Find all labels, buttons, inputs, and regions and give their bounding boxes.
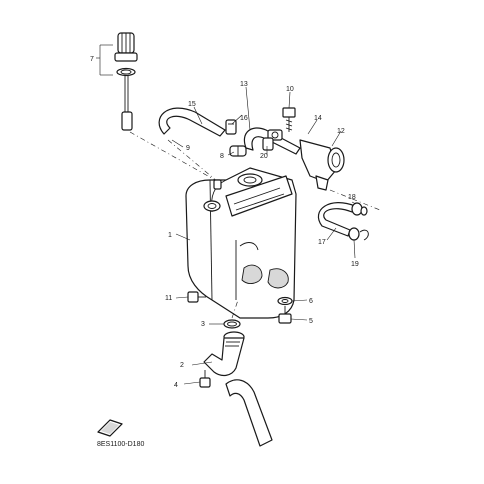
oil-gauge-assembly — [114, 32, 216, 181]
clamp-16 — [225, 119, 237, 135]
callout-15: 15 — [188, 101, 196, 108]
callout-20: 20 — [260, 153, 268, 160]
callout-13: 13 — [240, 81, 248, 88]
front-arrow-icon — [97, 419, 123, 437]
callout-19: 19 — [351, 261, 359, 268]
callout-14: 14 — [314, 115, 322, 122]
callout-12: 12 — [337, 128, 345, 135]
callout-11: 11 — [165, 295, 172, 302]
callout-17: 17 — [318, 239, 326, 246]
callout-18: 18 — [348, 194, 356, 201]
callout-labels: 1 2 3 4 5 6 7 8 9 10 11 12 13 14 15 16 1… — [90, 56, 359, 389]
oil-tank — [185, 167, 297, 319]
clip-19 — [348, 227, 369, 241]
callout-4: 4 — [174, 382, 178, 389]
callout-3: 3 — [201, 321, 205, 328]
callout-10: 10 — [286, 86, 294, 93]
callout-2: 2 — [180, 362, 184, 369]
fitting-20 — [262, 137, 274, 151]
bolt-4 — [199, 370, 211, 388]
o-ring-3 — [223, 299, 241, 329]
callout-8: 8 — [220, 153, 224, 160]
bolt-10 — [282, 107, 296, 132]
clamp-8 — [229, 145, 247, 157]
leader-lines — [96, 44, 357, 385]
clamp-18 — [351, 202, 368, 216]
callout-6: 6 — [309, 298, 313, 305]
callout-9: 9 — [186, 145, 190, 152]
callout-5: 5 — [309, 318, 313, 325]
hose-lower — [225, 379, 273, 447]
check-valve-12 — [299, 139, 381, 211]
callout-16: 16 — [240, 115, 248, 122]
hose-upper — [158, 107, 226, 183]
callout-1: 1 — [168, 232, 172, 239]
bolt-5 — [278, 306, 292, 324]
diagram-code: 8ES1100-D180 — [97, 441, 145, 448]
outlet-fitting-2 — [203, 331, 245, 377]
callout-7: 7 — [90, 56, 94, 63]
washer-6 — [277, 296, 293, 306]
